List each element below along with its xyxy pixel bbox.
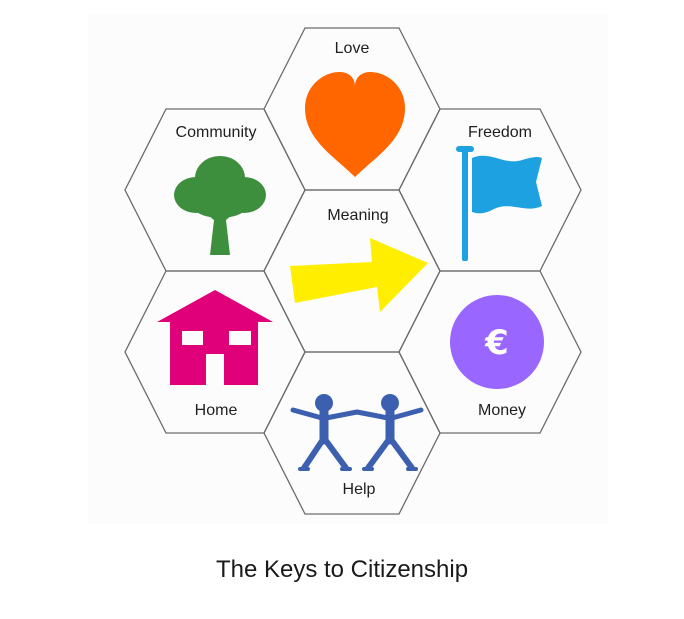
arrow-icon bbox=[290, 238, 428, 312]
euro-symbol: € bbox=[484, 323, 509, 363]
keys-hexagon-diagram: Love Community Freedom Meaning Home € Mo… bbox=[124, 27, 582, 515]
hexagon-label-love: Love bbox=[335, 40, 370, 57]
flag-icon bbox=[456, 146, 542, 261]
hexagon-label-meaning: Meaning bbox=[327, 207, 388, 224]
diagram-title: The Keys to Citizenship bbox=[215, 556, 469, 583]
euro-coin-icon: € bbox=[450, 295, 544, 389]
house-icon bbox=[157, 290, 273, 385]
hexagon-label-money: Money bbox=[478, 402, 526, 419]
hexagon-label-help: Help bbox=[343, 481, 376, 498]
people-holding-hands-icon bbox=[290, 394, 424, 471]
tree-icon bbox=[174, 156, 266, 255]
heart-icon bbox=[305, 72, 405, 177]
hexagon-label-home: Home bbox=[195, 402, 238, 419]
hexagon-label-community: Community bbox=[176, 124, 257, 141]
hexagon-help bbox=[263, 351, 441, 515]
hexagon-label-freedom: Freedom bbox=[468, 124, 532, 141]
